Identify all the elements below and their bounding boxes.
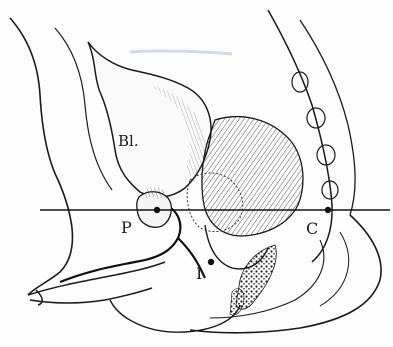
point-i-marker (208, 259, 214, 265)
sacrum-posterior (300, 20, 355, 215)
sphincter-muscle-lower (230, 289, 244, 315)
perineal-contour-2 (320, 232, 349, 306)
smudge-mark (130, 51, 232, 54)
scrotum-outline (110, 300, 240, 332)
label-point-p: P (121, 218, 132, 237)
point-c-marker (325, 207, 331, 213)
point-p-marker (154, 207, 160, 213)
rectal-mass (202, 117, 303, 236)
body-outline-inner (55, 28, 112, 190)
label-point-c: C (306, 219, 318, 238)
gluteal-contour (190, 215, 381, 333)
label-bladder: Bl. (118, 132, 139, 150)
body-outline (10, 18, 73, 295)
external-genitalia (28, 262, 165, 305)
label-point-i: I (196, 264, 202, 283)
